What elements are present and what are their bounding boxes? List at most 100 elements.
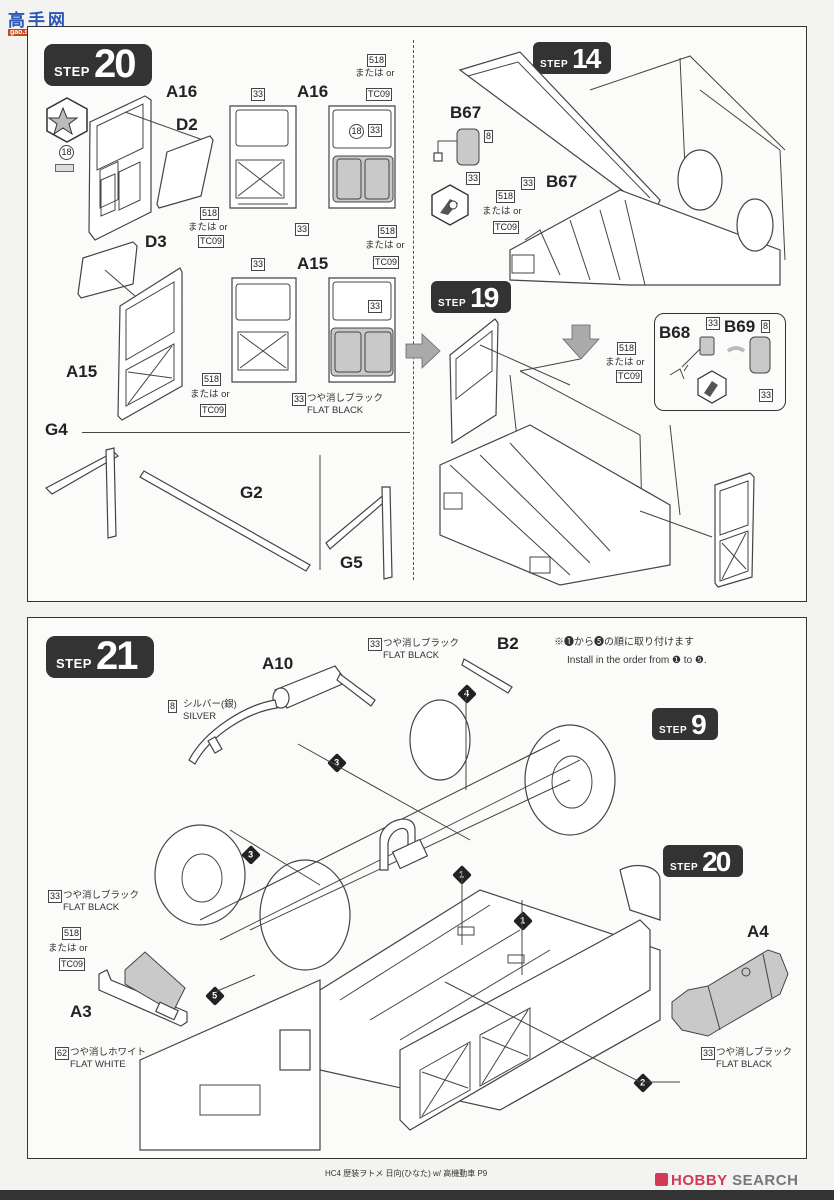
flat-black-jp: つや消しブラック xyxy=(383,638,460,649)
page-caption: HC4 歴装ヲトメ 日向(ひなた) w/ 高機動車 P9 xyxy=(325,1169,488,1178)
door-a15-inner-view xyxy=(328,277,396,383)
decal-marker xyxy=(55,164,74,172)
or-label: または or xyxy=(365,240,405,251)
part-a3-illustration xyxy=(98,951,188,1027)
hobby-search-logo: HOBBY SEARCH xyxy=(655,1172,798,1189)
paint-code-tc09: TC09 xyxy=(493,221,520,234)
or-label: または or xyxy=(48,943,88,954)
paint-code-tc09: TC09 xyxy=(616,370,643,383)
or-label: または or xyxy=(188,222,228,233)
flat-white-en: FLAT WHITE xyxy=(70,1059,126,1070)
mirror-b67-illustration xyxy=(433,128,480,166)
or-label: または or xyxy=(355,68,395,79)
paint-code-33: 33 xyxy=(48,890,63,903)
roll-bar-g2-illustration xyxy=(139,470,311,572)
step-word: STEP xyxy=(670,862,699,873)
paint-code-33: 33 xyxy=(368,638,383,651)
step-number: 21 xyxy=(95,634,138,678)
install-order-note-en: Install in the order from ❶ to ❺. xyxy=(567,655,707,666)
part-label-a15: A15 xyxy=(66,362,98,381)
flat-black-jp: つや消しブラック xyxy=(307,393,384,404)
chassis-illustration xyxy=(139,699,661,1151)
paint-code-tc09: TC09 xyxy=(198,235,225,248)
paint-code-62: 62 xyxy=(55,1047,70,1060)
paint-code-518: 518 xyxy=(62,927,82,940)
window-d2-illustration xyxy=(156,135,214,209)
step-number: 19 xyxy=(470,282,499,313)
paint-code-518: 518 xyxy=(200,207,220,220)
paint-code-tc09: TC09 xyxy=(373,256,400,269)
step-14-badge: STEP 14 xyxy=(533,42,611,74)
paint-code-8: 8 xyxy=(484,130,494,143)
window-d3-illustration xyxy=(77,241,138,299)
paint-code-33: 33 xyxy=(706,317,721,330)
paint-code-tc09: TC09 xyxy=(59,958,86,971)
flat-black-jp: つや消しブラック xyxy=(716,1047,793,1058)
part-label-a4: A4 xyxy=(747,922,769,941)
part-label-b68: B68 xyxy=(659,323,691,342)
step-word: STEP xyxy=(659,725,688,736)
watermark-title: 高手网 xyxy=(8,11,68,30)
door-a15-outer-view xyxy=(231,277,297,383)
proceed-arrow-icon xyxy=(405,333,441,369)
step-20-badge: STEP 20 xyxy=(44,44,152,86)
step-19-badge: STEP 19 xyxy=(431,281,511,313)
step-number: 20 xyxy=(93,42,136,86)
vehicle-cab-step19-illustration xyxy=(439,318,755,588)
or-label: または or xyxy=(605,357,645,368)
paint-code-8: 8 xyxy=(761,320,771,333)
flat-white-jp: つや消しホワイト xyxy=(70,1047,147,1058)
part-label-b67: B67 xyxy=(450,103,482,122)
paint-code-33: 33 xyxy=(292,393,307,406)
roll-bar-g4-illustration xyxy=(45,447,119,539)
flat-black-en: FLAT BLACK xyxy=(63,902,120,913)
section-divider xyxy=(413,40,414,580)
brand-sub: SEARCH xyxy=(732,1172,799,1189)
paint-code-518: 518 xyxy=(617,342,637,355)
vehicle-cab-step14-illustration xyxy=(458,51,786,286)
part-label-g2: G2 xyxy=(240,483,263,502)
part-label-g5: G5 xyxy=(340,553,363,572)
paint-code-518: 518 xyxy=(202,373,222,386)
or-label: または or xyxy=(482,206,522,217)
paint-code-33: 33 xyxy=(368,124,383,137)
brand-main: HOBBY xyxy=(671,1172,728,1189)
paint-code-tc09: TC09 xyxy=(366,88,393,101)
silver-en: SILVER xyxy=(183,711,217,722)
paint-code-18: 18 xyxy=(59,145,74,160)
door-a16-illustration xyxy=(88,95,204,241)
flat-black-en: FLAT BLACK xyxy=(307,405,364,416)
bar-b2-illustration xyxy=(461,658,513,694)
part-label-d2: D2 xyxy=(176,115,198,134)
paint-code-33: 33 xyxy=(295,223,310,236)
step-number: 20 xyxy=(702,846,731,877)
part-label-g4: G4 xyxy=(45,420,68,439)
page-bottom-edge xyxy=(0,1190,834,1200)
step-word: STEP xyxy=(540,59,569,70)
paint-code-18: 18 xyxy=(349,124,364,139)
roll-bar-g5-illustration xyxy=(319,455,393,580)
paint-code-33: 33 xyxy=(701,1047,716,1060)
mirror-b69-illustration xyxy=(669,336,771,404)
cut-nipper-icon xyxy=(431,184,469,226)
down-arrow-icon xyxy=(562,324,600,360)
paint-code-518: 518 xyxy=(496,190,516,203)
flat-black-jp: つや消しブラック xyxy=(63,890,140,901)
flat-black-en: FLAT BLACK xyxy=(716,1059,773,1070)
paint-code-8: 8 xyxy=(168,700,178,713)
muffler-a10-illustration xyxy=(188,665,376,765)
part-label-a16: A16 xyxy=(166,82,198,101)
step-word: STEP xyxy=(54,64,90,79)
step-number: 14 xyxy=(572,43,601,74)
part-label-b2: B2 xyxy=(497,634,519,653)
fuel-tank-a4-illustration xyxy=(671,949,789,1037)
paint-code-33: 33 xyxy=(251,258,266,271)
paint-code-33: 33 xyxy=(368,300,383,313)
door-a16-outer-view xyxy=(229,105,297,209)
step-word: STEP xyxy=(438,298,467,309)
part-label-b69: B69 xyxy=(724,317,756,336)
silver-jp: シルバー(銀) xyxy=(183,699,237,710)
paint-code-33: 33 xyxy=(521,177,536,190)
or-label: または or xyxy=(190,389,230,400)
